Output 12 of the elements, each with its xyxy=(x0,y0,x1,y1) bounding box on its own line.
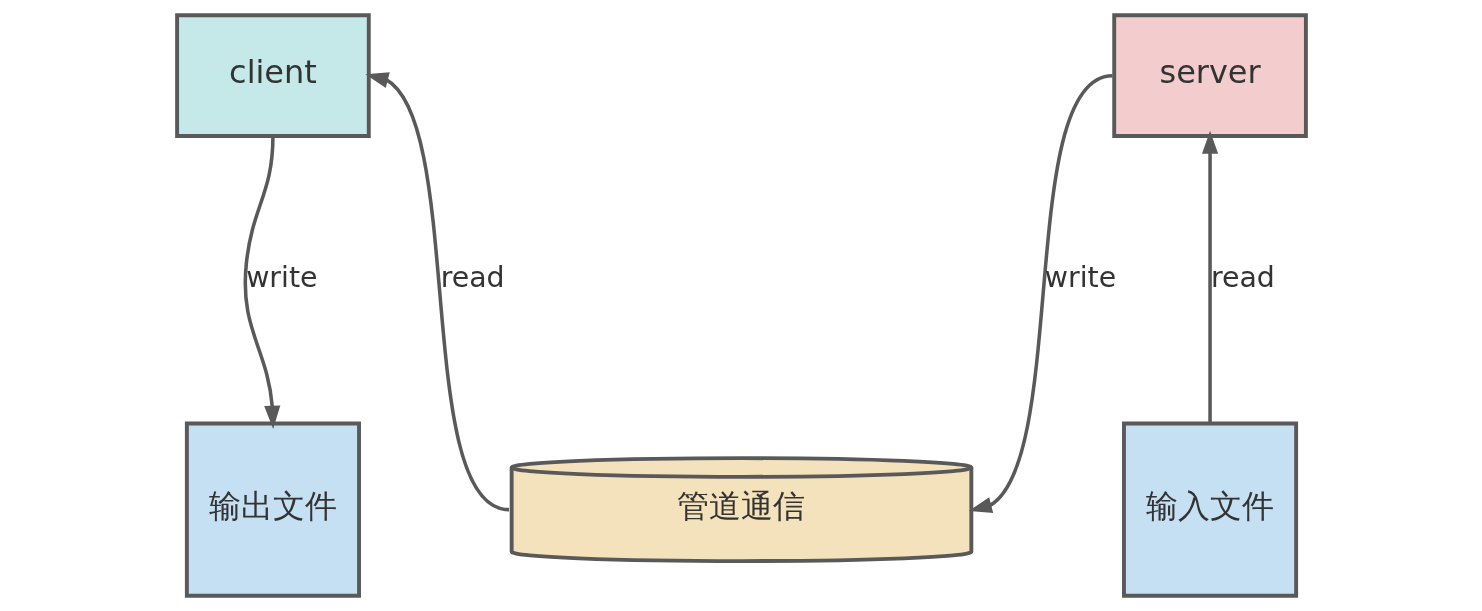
node-box: server xyxy=(1111,13,1308,138)
node-box: 输出文件 xyxy=(184,421,361,598)
arrow xyxy=(968,74,1113,514)
edge-label: read xyxy=(440,260,505,294)
node-box: client xyxy=(174,13,371,138)
arrow xyxy=(243,135,280,429)
node-box: 输入文件 xyxy=(1121,421,1298,598)
edge-label: write xyxy=(245,260,317,294)
edge-label: read xyxy=(1210,260,1275,294)
arrow xyxy=(364,72,510,512)
edge-label: write xyxy=(1044,260,1116,294)
arrow xyxy=(1201,130,1218,424)
